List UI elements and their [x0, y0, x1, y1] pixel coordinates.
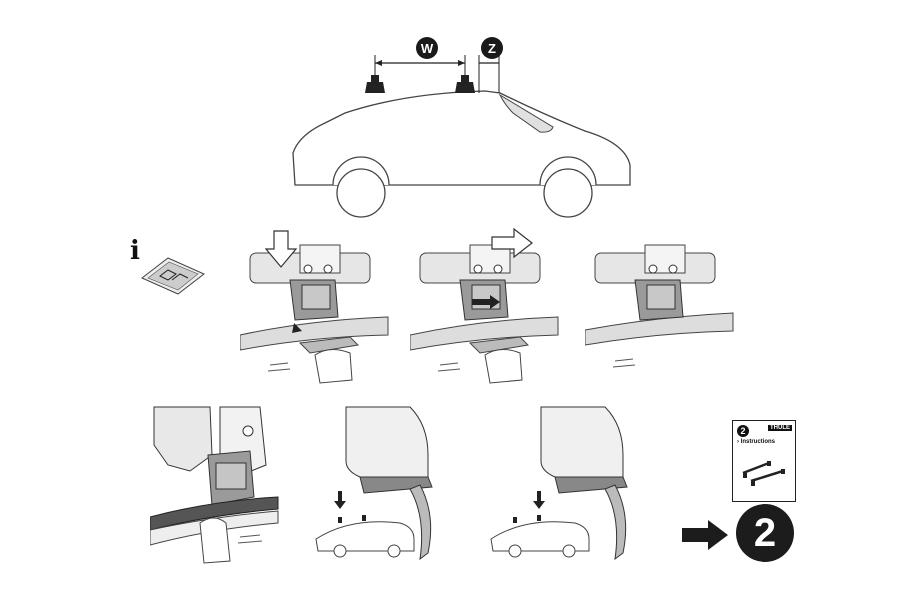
car-measurement-illustration — [292, 55, 631, 218]
next-step-arrow-icon — [682, 520, 728, 550]
booklet-brand: THULE — [768, 425, 792, 431]
roof-foot-rear — [455, 75, 475, 93]
roof-foot-front — [365, 75, 385, 93]
arrow-right-icon — [491, 227, 533, 259]
closeup-foot-side-b — [490, 406, 628, 561]
z-label: Z — [481, 37, 503, 59]
roof-bars-icon — [742, 461, 785, 486]
arrow-down-icon — [533, 491, 545, 509]
info-icon: i — [130, 236, 140, 266]
next-step-number: 2 — [736, 504, 794, 562]
w-label: W — [416, 37, 438, 59]
closeup-foot-side-a — [315, 406, 433, 561]
closeup-foot-pad — [150, 406, 279, 564]
booklet-title: › Instructions — [737, 439, 776, 445]
booklet-number: 2 — [737, 425, 749, 437]
instructions-booklet: 2 THULE › Instructions — [732, 420, 796, 502]
arrow-down-icon — [264, 230, 298, 268]
instruction-card-illustration — [141, 257, 205, 295]
arrow-down-icon — [334, 491, 346, 509]
step-foot-installed — [585, 244, 734, 368]
step-foot-slide — [410, 227, 559, 384]
step-foot-press-down — [240, 230, 389, 384]
